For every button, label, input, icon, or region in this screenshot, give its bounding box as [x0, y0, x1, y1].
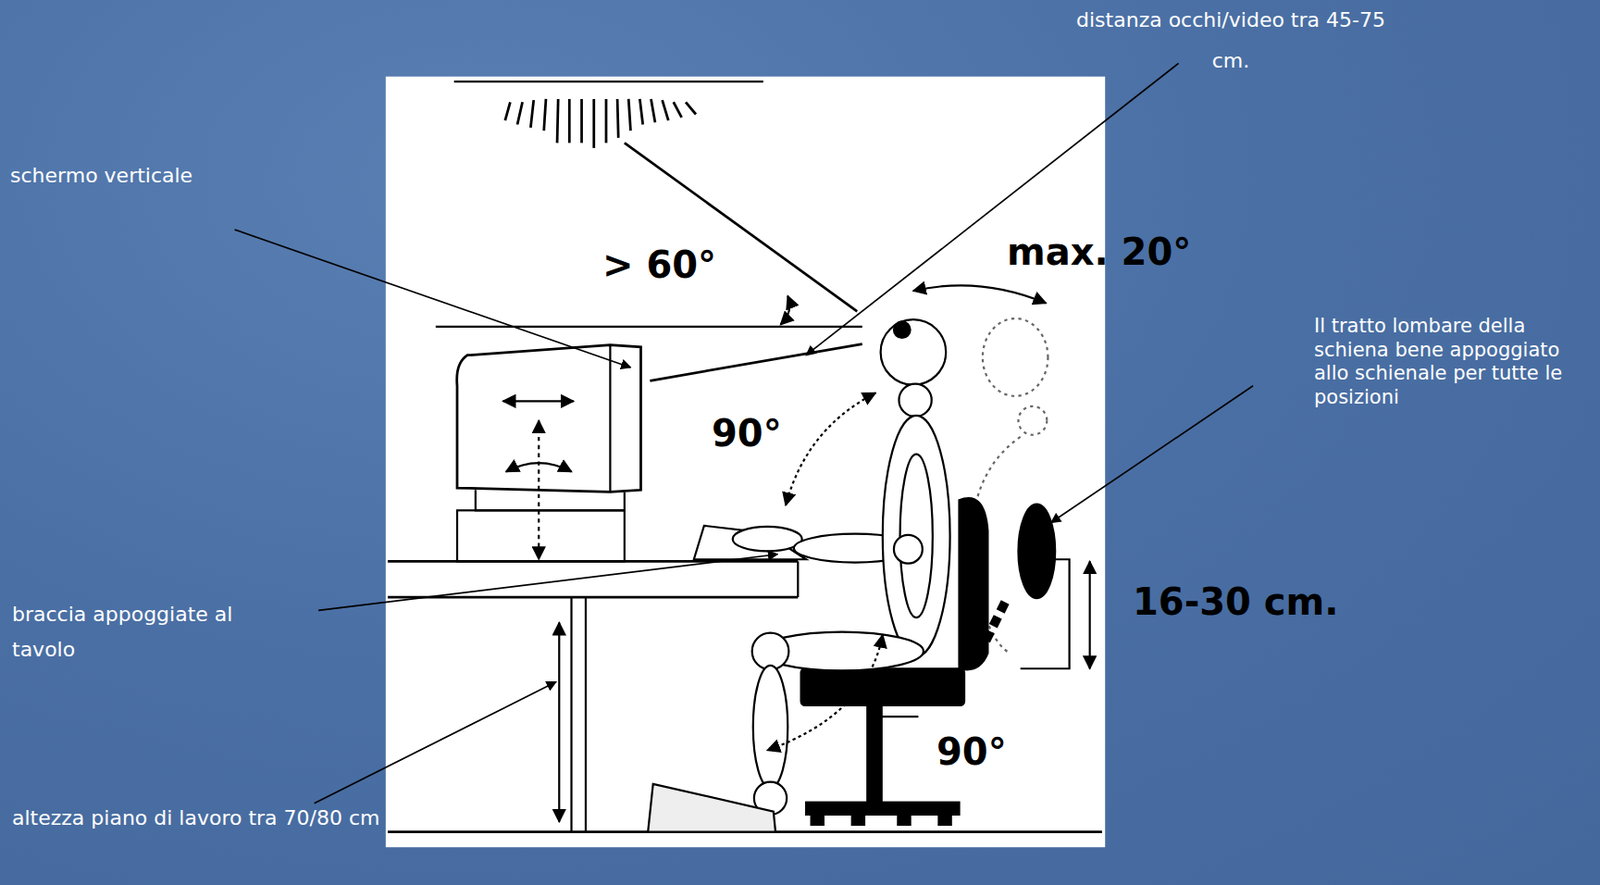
callout-label: braccia appoggiate al tavolo	[12, 596, 299, 668]
drawing	[387, 81, 1103, 832]
dimension-label: 16-30 cm.	[1132, 582, 1339, 621]
dimension-note: distanza occhi/video tra 45-75 cm.	[1064, 0, 1398, 82]
callout-label: Il tratto lombare della schiena bene app…	[1314, 314, 1592, 410]
leader-lines	[235, 62, 1253, 803]
dimension-note: altezza piano di lavoro tra 70/80 cm	[12, 792, 392, 844]
callout-label: schermo verticale	[10, 162, 251, 189]
angle-label: 90°	[711, 414, 782, 452]
illustration-panel	[385, 76, 1105, 848]
angle-label: max. 20°	[1006, 233, 1191, 271]
angle-label: 90°	[936, 732, 1007, 770]
angle-label: > 60°	[602, 246, 717, 284]
